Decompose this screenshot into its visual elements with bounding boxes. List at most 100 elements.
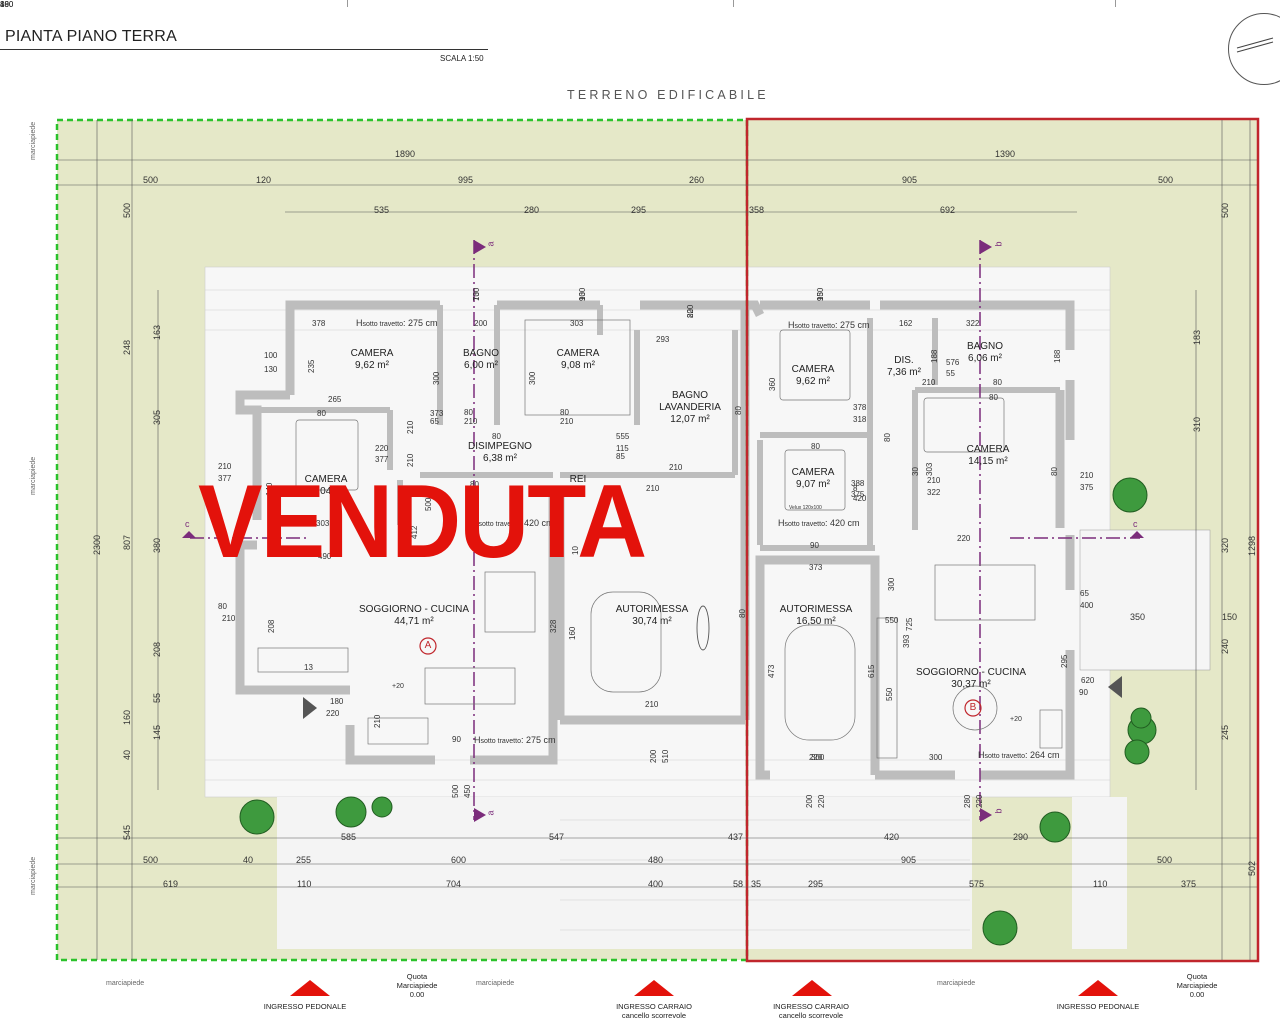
dim-label: 210 (222, 614, 236, 623)
dim-label: 373 (809, 563, 823, 572)
dim-label: 90 (452, 735, 461, 744)
dim-label: 420 (884, 832, 900, 842)
dim-label: 420 (853, 494, 867, 503)
dim-label: 535 (374, 205, 390, 215)
height-label: Hsotto travetto: 264 cm (978, 750, 1060, 760)
paving-walk-a (277, 797, 552, 949)
section-a-label: a (485, 810, 496, 816)
dim-label: 80 (470, 480, 479, 489)
pedestrian-entrance-b-label: INGRESSO PEDONALE (1056, 1002, 1140, 1011)
door-arrows (303, 676, 1122, 719)
dim-label: 200 (805, 794, 814, 808)
unit-b-label: B (969, 702, 977, 713)
dim-label: 547 (549, 832, 565, 842)
dim-label: 293 (656, 335, 670, 344)
dim-label: 280 (963, 794, 972, 808)
dim-label: 500 (1157, 855, 1173, 865)
dim-label: 115 (616, 444, 629, 453)
level-label: +20 (392, 683, 404, 690)
dim-label: 620 (1081, 676, 1095, 685)
dim-label: 473 (767, 664, 776, 678)
dim-label: 388 (851, 479, 865, 488)
section-a-arrow-icon (474, 240, 486, 254)
sidewalk-label: marciapiede (30, 856, 37, 895)
dim-label: 500 (1158, 175, 1174, 185)
dim-label: 90 (1079, 688, 1088, 697)
dim-label: 90 (810, 541, 819, 550)
dim-label: 40 (243, 855, 254, 865)
sofa (484, 571, 536, 633)
dim-label: 85 (616, 452, 625, 461)
title-underline (0, 49, 488, 50)
sidewalk-label: marciapiede (476, 980, 515, 987)
dim-label: 305 (152, 409, 162, 425)
dim-label: 303 (925, 462, 934, 476)
dim-label: 80 (317, 409, 326, 418)
section-c-label: c (1133, 519, 1138, 529)
dim-label: 145 (152, 724, 162, 740)
unit-a-marker (419, 637, 437, 655)
dim-label: 8 (853, 484, 858, 493)
dim-label: 295 (631, 205, 647, 215)
entrance-arrow-icon (792, 980, 832, 996)
dim-label: 375 (1080, 483, 1094, 492)
unit-b-marker (964, 699, 982, 717)
dim-label: 1390 (995, 149, 1016, 159)
round-table (952, 685, 998, 731)
dim-label: 210 (373, 714, 382, 728)
dim-label: 1890 (395, 149, 416, 159)
dim-label: 210 (560, 417, 574, 426)
dim-label: 220 (326, 709, 340, 718)
dim-label: 80 (738, 609, 747, 618)
dim-label: 377 (218, 474, 232, 483)
dim-label: 188 (930, 349, 939, 363)
dim-label: 437 (728, 832, 744, 842)
dim-label: 500 (451, 784, 460, 798)
dim-label: 80 (1050, 467, 1059, 476)
dim-label: 210 (406, 420, 415, 434)
dim-label: 550 (885, 616, 899, 625)
dim-label: 30 (911, 467, 920, 476)
kitchen-counter (876, 617, 898, 759)
dim-label: 328 (549, 619, 558, 633)
dim-label: 1298 (1247, 535, 1257, 556)
dim-label: 130 (264, 365, 278, 374)
car-a (590, 591, 662, 693)
dim-label: 322 (966, 319, 980, 328)
dim-label: 210 (922, 378, 936, 387)
bed (295, 419, 359, 491)
dim-label: 704 (446, 879, 462, 889)
furniture (257, 319, 1036, 759)
dim-label: 295 (808, 879, 824, 889)
sidewalk-label: marciapiede (937, 980, 976, 987)
dim-label: 197 (410, 485, 424, 494)
room-dis-b: DIS.7,36 m² (887, 355, 921, 378)
dim-label: 210 (645, 700, 659, 709)
velux-label: Velux 120x100 (789, 505, 822, 511)
dim-label: 373 (430, 409, 444, 418)
dim-label: 280 (524, 205, 540, 215)
sidewalk-label: marciapiede (106, 980, 145, 987)
dining-table (424, 667, 516, 705)
unit-markers (419, 637, 982, 717)
dim-label: 210 (464, 417, 478, 426)
scale-label: SCALA 1:50 (440, 54, 484, 63)
dim-label: 180 (0, 0, 14, 9)
entrance-arrow-icon (290, 980, 330, 996)
dim-label: 150 (1222, 612, 1238, 622)
dim-label: 80 (492, 432, 501, 441)
dim-label: 55 (946, 369, 955, 378)
dim-label: 80 (218, 602, 227, 611)
dim-label: 35 (751, 879, 762, 889)
dim-label: 400 (1080, 601, 1094, 610)
